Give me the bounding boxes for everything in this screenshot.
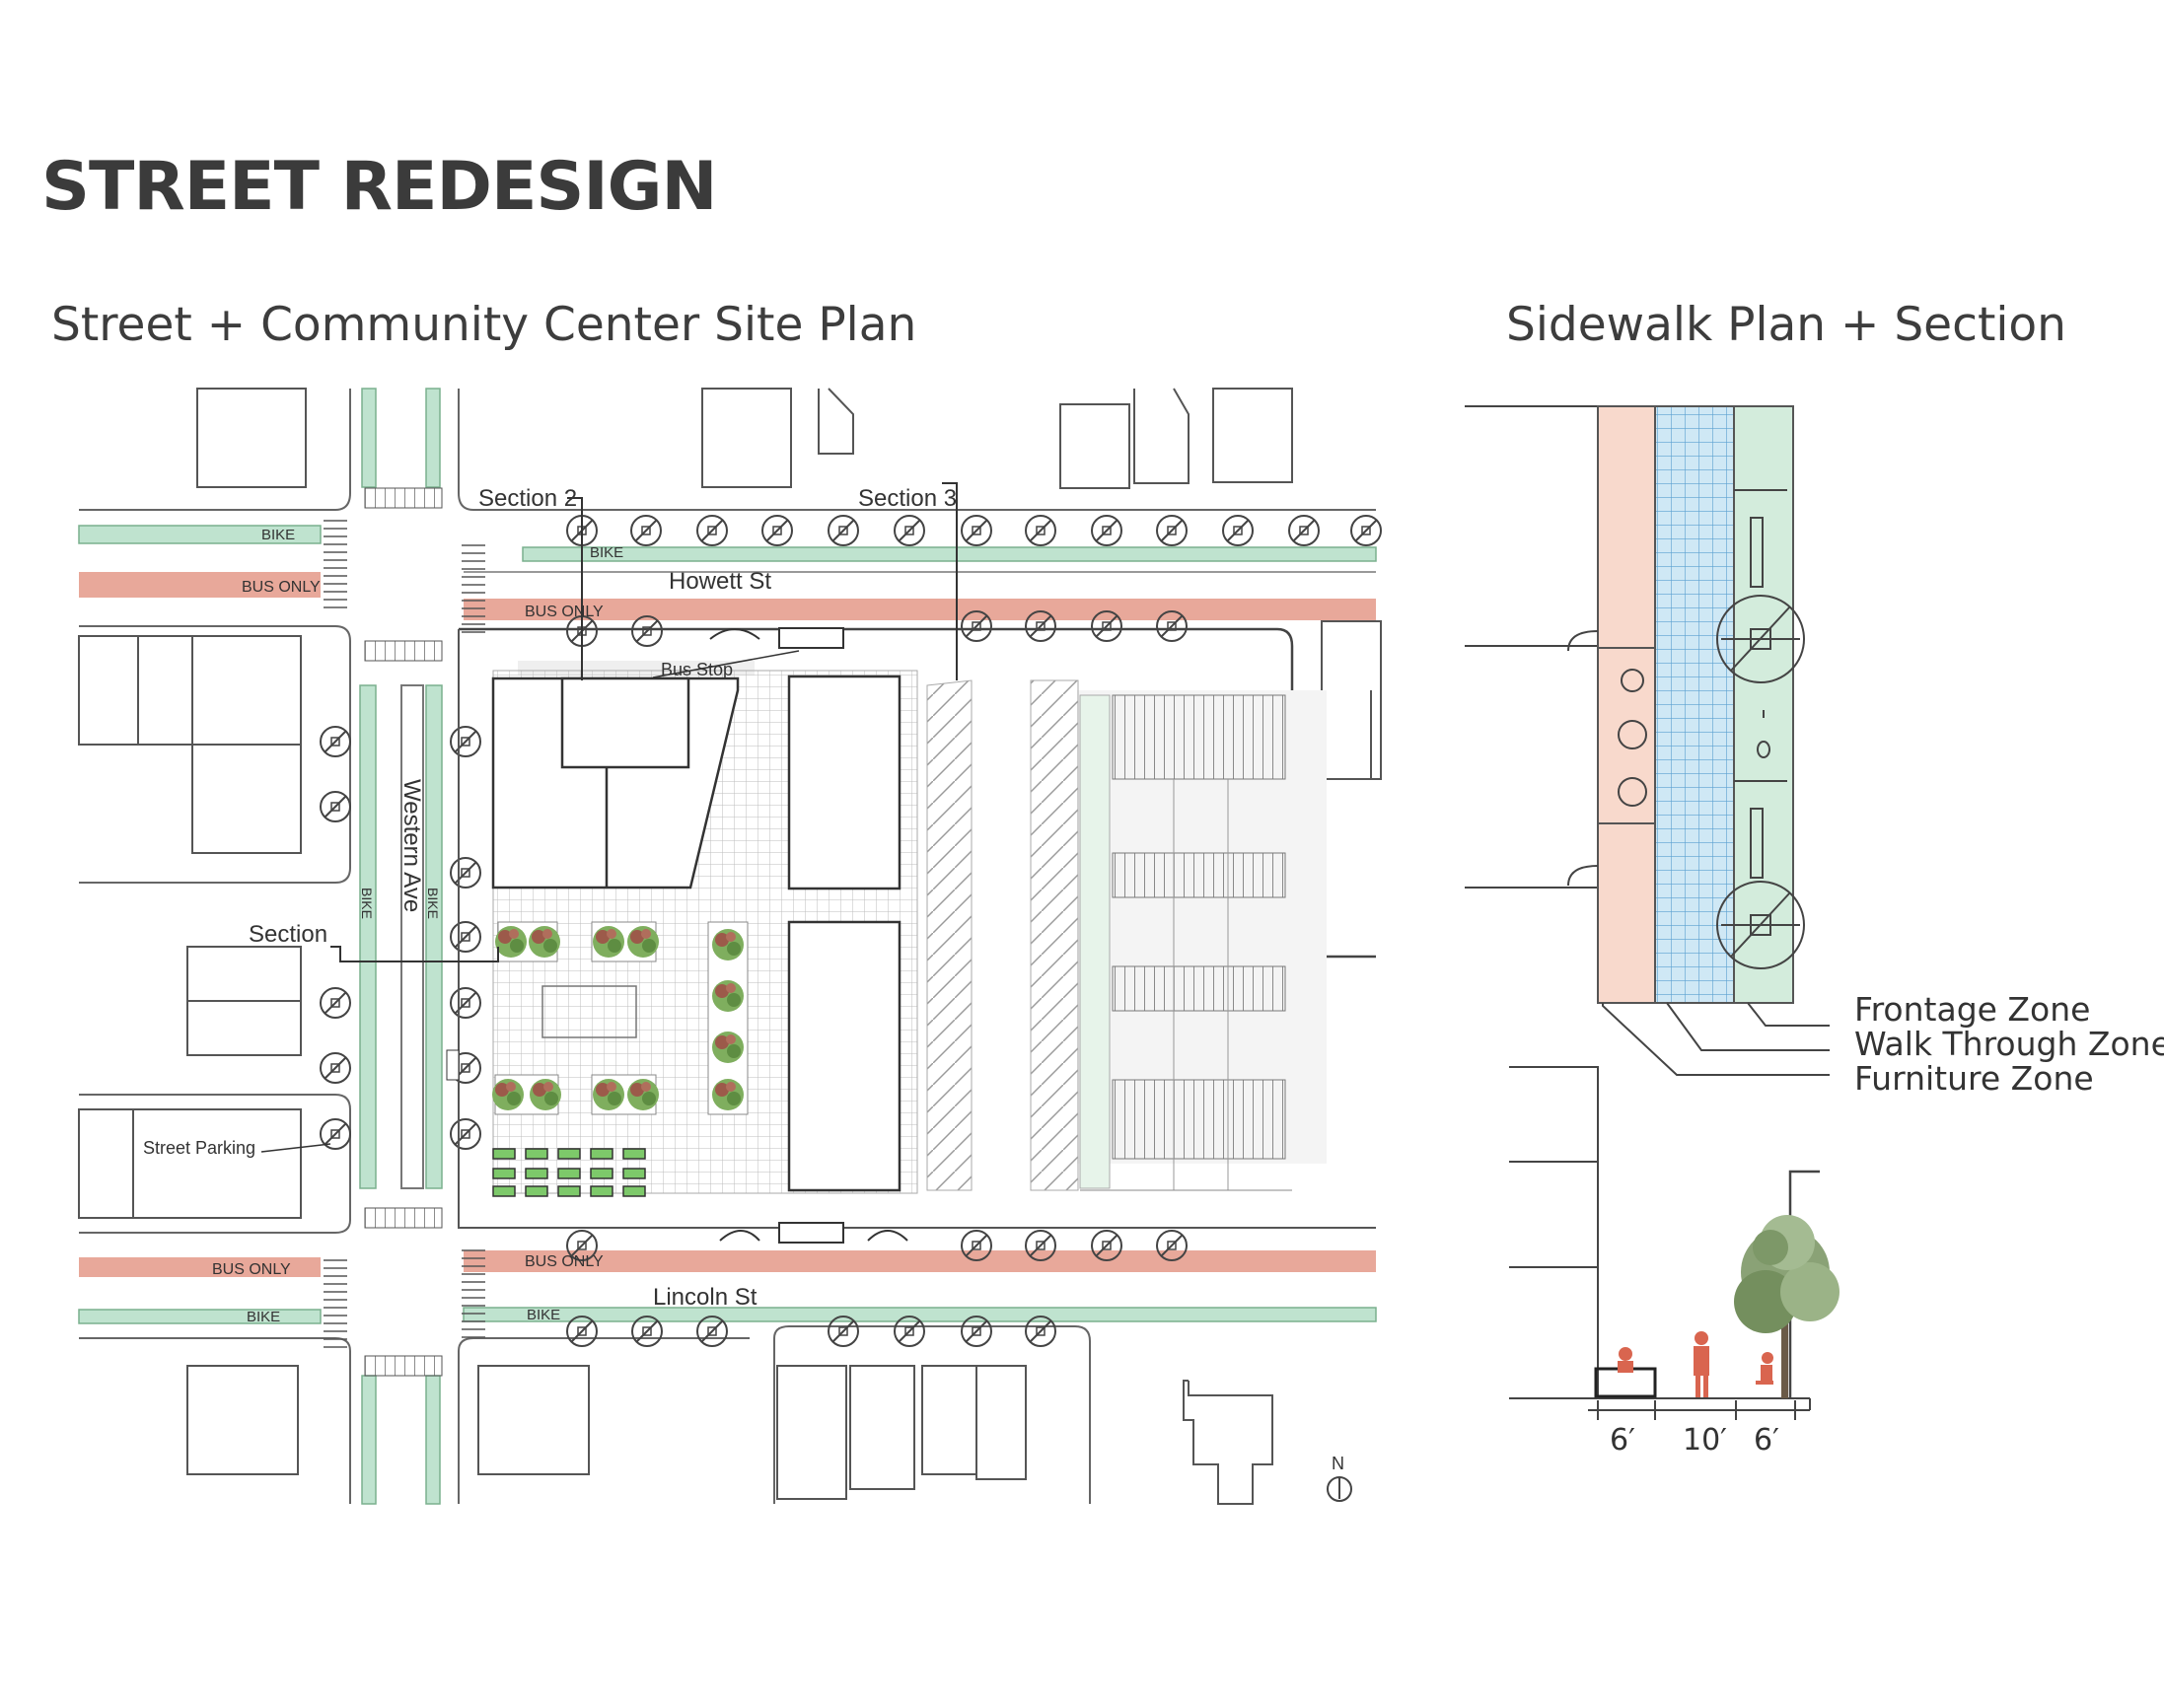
bus-stop-label: Bus Stop (661, 660, 733, 679)
sidewalk-heading: Sidewalk Plan + Section (1506, 298, 2066, 352)
section-tree (1734, 1215, 1839, 1398)
zone-label-frontage: Frontage Zone (1854, 990, 2090, 1029)
furniture-zone-plan (1733, 405, 1794, 1004)
page-title: STREET REDESIGN (41, 148, 717, 226)
zone-legend: Frontage Zone Walk Through Zone Furnitur… (1854, 990, 2164, 1098)
dimension-furniture: 6′ (1754, 1423, 1779, 1458)
site-plan-labels: Section 2 Section 3 Section Howett St Li… (143, 485, 1344, 1473)
garden-beds (492, 1148, 646, 1197)
sidewalk-plan: Frontage Zone Walk Through Zone Furnitur… (1465, 405, 2164, 1098)
bike-label-western-east: BIKE (425, 888, 441, 919)
section-dimensions: 6′ 10′ 6′ (1610, 1423, 1779, 1458)
bike-label-lincoln-east: BIKE (527, 1307, 560, 1323)
lincoln-st-label: Lincoln St (653, 1284, 757, 1311)
north-label: N (1332, 1454, 1344, 1473)
site-plan: Section 2 Section 3 Section Howett St Li… (78, 388, 1382, 1505)
frontage-zone-plan (1597, 405, 1656, 1004)
walk-zone-plan (1654, 405, 1735, 1004)
bus-only-label-howett-east: BUS ONLY (525, 604, 604, 620)
bike-label-howett-east: BIKE (590, 544, 623, 561)
context-buildings (78, 388, 1382, 1505)
bus-only-label-lincoln-west: BUS ONLY (212, 1261, 291, 1278)
bus-only-label-howett-west: BUS ONLY (242, 579, 321, 596)
section-label: Section (249, 921, 327, 948)
dimension-walk: 10′ (1683, 1423, 1727, 1458)
site-plan-heading: Street + Community Center Site Plan (51, 298, 917, 352)
bike-label-western-west: BIKE (359, 888, 375, 919)
bike-label-lincoln-west: BIKE (247, 1309, 280, 1325)
howett-st-label: Howett St (669, 568, 771, 595)
zone-label-furniture: Furniture Zone (1854, 1059, 2094, 1098)
parking-lot (926, 679, 1292, 1191)
section-3-label: Section 3 (858, 485, 957, 512)
community-center-buildings (491, 675, 902, 1192)
plaza-planters (492, 921, 749, 1115)
dimension-frontage: 6′ (1610, 1423, 1635, 1458)
street-parking-label: Street Parking (143, 1138, 255, 1158)
bus-only-label-lincoln-east: BUS ONLY (525, 1253, 604, 1270)
bike-label-howett-west: BIKE (261, 527, 295, 543)
zone-label-walk: Walk Through Zone (1854, 1025, 2164, 1063)
western-ave-label: Western Ave (398, 779, 425, 912)
sidewalk-section: 6′ 10′ 6′ (1509, 1066, 1839, 1458)
section-2-label: Section 2 (478, 485, 577, 512)
